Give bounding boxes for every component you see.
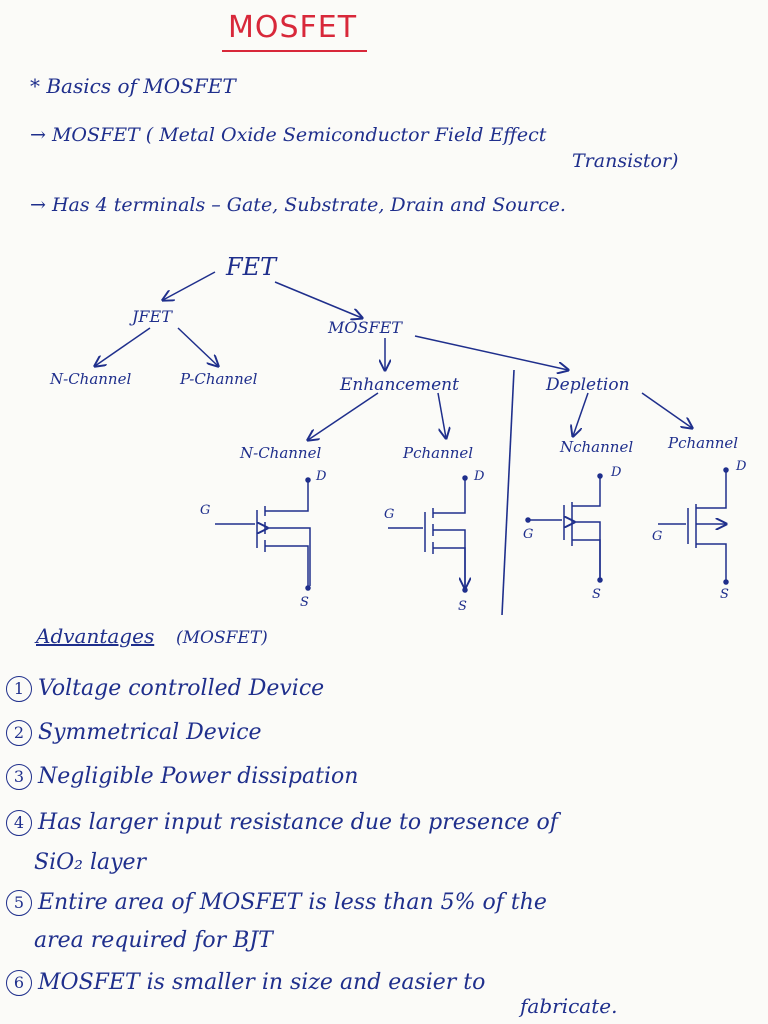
item-number: 3: [6, 764, 32, 790]
node-enhancement: Enhancement: [339, 375, 459, 395]
arrow-enh-n: [308, 392, 379, 440]
source-label: S: [300, 595, 309, 610]
advantages-heading: Advantages: [36, 624, 155, 648]
item-number: 6: [6, 970, 32, 996]
gate-label: G: [200, 503, 210, 518]
node-jfet-pchannel: P-Channel: [179, 370, 258, 388]
depletion-nchannel-symbol: [525, 473, 603, 583]
item-number: 2: [6, 720, 32, 746]
arrow-jfet-n: [95, 327, 151, 366]
arrow-enh-p: [437, 392, 446, 438]
gate-label: G: [652, 529, 662, 544]
gate-label: G: [384, 507, 394, 522]
page-title: MOSFET: [228, 10, 358, 45]
basics-line-1: → MOSFET ( Metal Oxide Semiconductor Fie…: [30, 124, 547, 146]
arrow-dep-n: [573, 392, 589, 436]
node-depletion: Depletion: [545, 375, 630, 395]
drain-label: D: [315, 469, 327, 484]
fet-classification-diagram: FET JFET MOSFET N-Channel P-Channel Enha…: [49, 253, 747, 616]
depletion-pchannel-symbol: [658, 467, 729, 585]
advantage-text: Symmetrical Device: [38, 720, 262, 745]
arrow-fet-mosfet: [274, 281, 362, 318]
drain-label: D: [610, 465, 622, 480]
arrow-fet-jfet: [163, 271, 216, 300]
node-dep-pchannel: Pchannel: [667, 434, 738, 452]
source-label: S: [592, 587, 601, 602]
item-number: 4: [6, 810, 32, 836]
basics-heading: * Basics of MOSFET: [30, 74, 236, 98]
title-underline: [222, 50, 367, 52]
advantage-item-4-cont: SiO₂ layer: [34, 850, 147, 875]
node-enh-nchannel: N-Channel: [239, 444, 321, 462]
basics-line-1b: Transistor): [572, 150, 679, 172]
advantage-text: Voltage controlled Device: [38, 676, 325, 701]
source-label: S: [720, 587, 729, 602]
enhancement-nchannel-symbol: [215, 477, 311, 591]
node-jfet: JFET: [129, 307, 173, 326]
arrow-dep-p: [641, 392, 692, 428]
advantage-text: MOSFET is smaller in size and easier to: [38, 970, 486, 995]
gate-label: G: [523, 527, 533, 542]
basics-line-2: → Has 4 terminals – Gate, Substrate, Dra…: [30, 194, 566, 216]
advantages-heading-note: (MOSFET): [176, 628, 268, 648]
advantage-text: Entire area of MOSFET is less than 5% of…: [38, 890, 547, 915]
node-fet: FET: [225, 253, 278, 281]
advantage-item-6-cont: fabricate.: [520, 994, 618, 1018]
arrow-mosfet-dep: [414, 335, 568, 370]
divider-line: [501, 369, 515, 616]
drain-label: D: [735, 459, 747, 474]
advantage-text: Negligible Power dissipation: [38, 764, 359, 789]
advantage-text: Has larger input resistance due to prese…: [38, 810, 558, 835]
item-number: 5: [6, 890, 32, 916]
drain-label: D: [473, 469, 485, 484]
node-enh-pchannel: Pchannel: [402, 444, 473, 462]
advantage-item-5-cont: area required for BJT: [34, 928, 273, 953]
node-mosfet: MOSFET: [327, 318, 403, 337]
item-number: 1: [6, 676, 32, 702]
node-dep-nchannel: Nchannel: [559, 438, 633, 456]
node-jfet-nchannel: N-Channel: [49, 370, 131, 388]
source-label: S: [458, 599, 467, 614]
arrow-jfet-p: [177, 327, 218, 366]
enhancement-pchannel-symbol: [388, 475, 467, 593]
